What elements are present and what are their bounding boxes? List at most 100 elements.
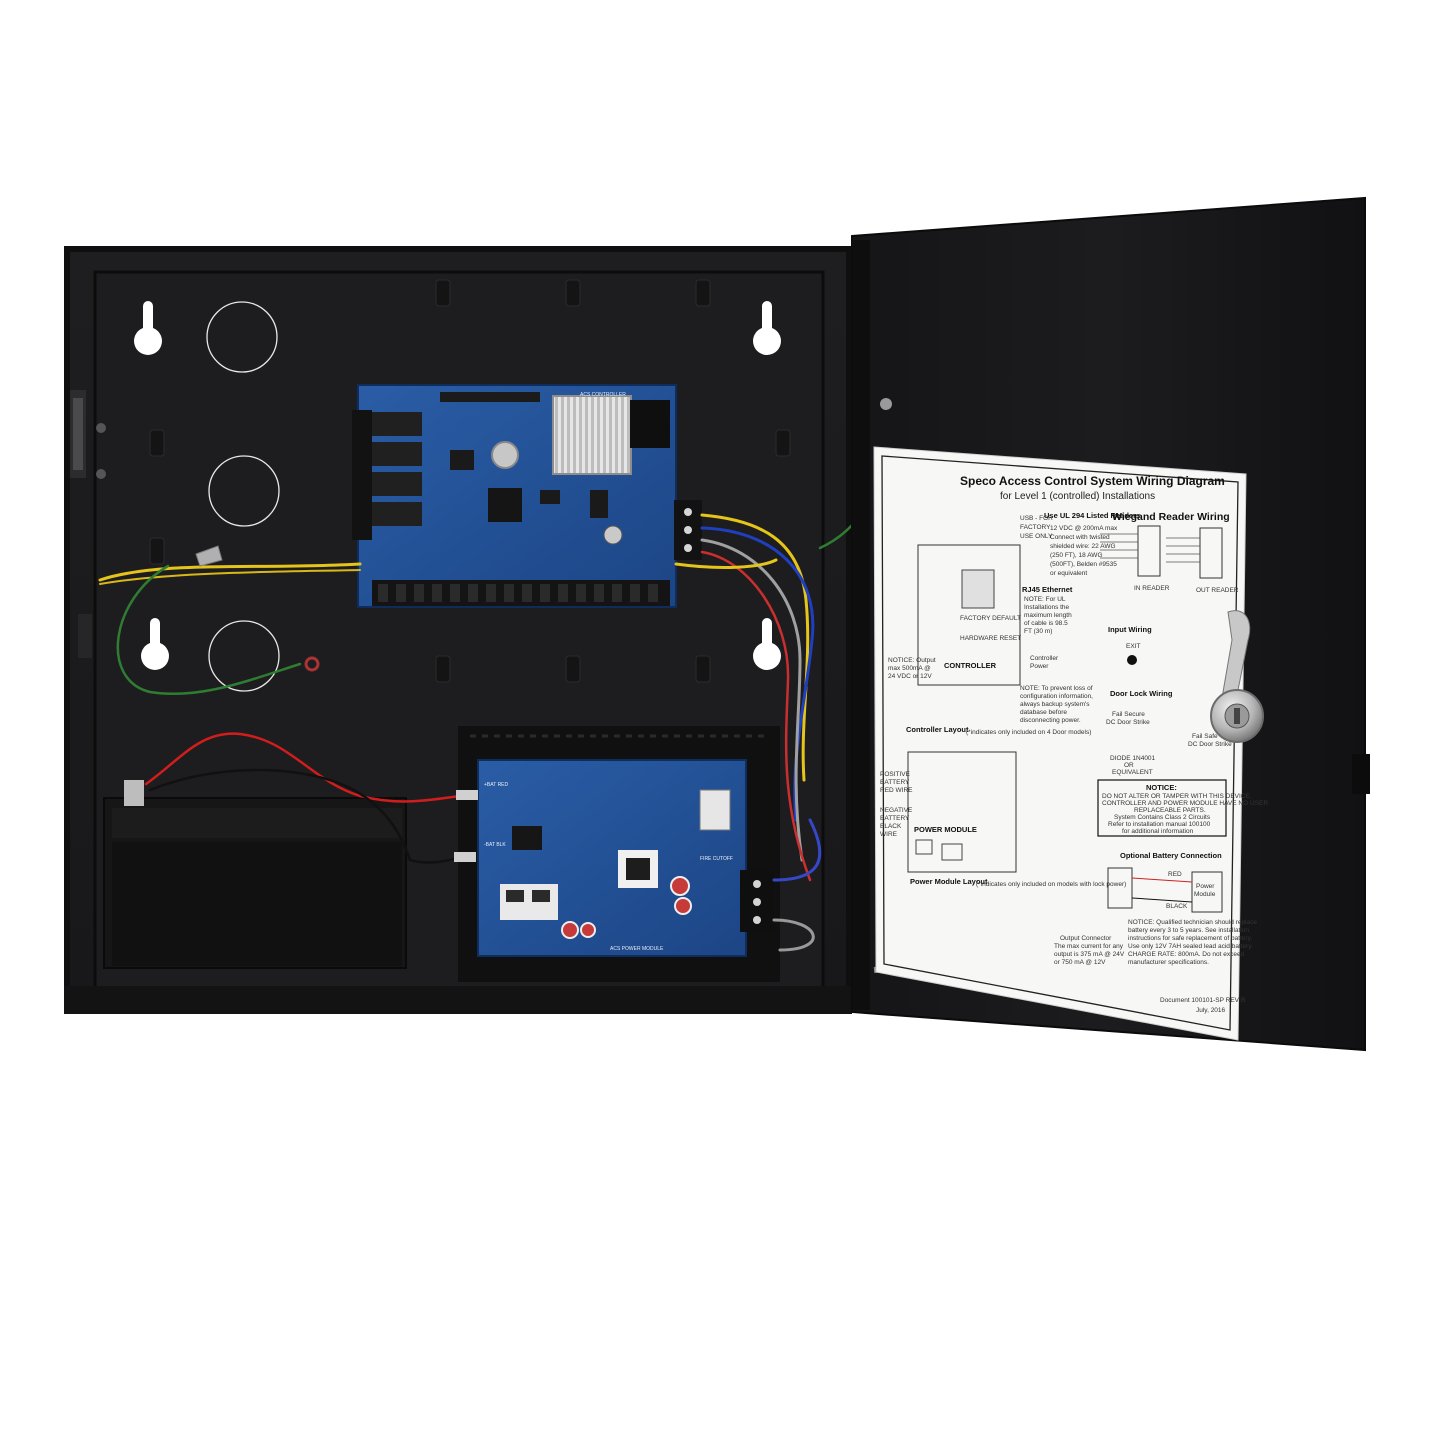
power-module-drawing-label: POWER MODULE [914,825,977,834]
svg-text:NOTICE: Qualified technician s: NOTICE: Qualified technician should repl… [1128,919,1257,926]
svg-text:BLACK: BLACK [880,823,902,830]
svg-text:24 VDC or 12V: 24 VDC or 12V [888,673,932,680]
svg-text:DO NOT ALTER OR TAMPER WITH TH: DO NOT ALTER OR TAMPER WITH THIS DEVICE. [1102,793,1252,800]
svg-text:database before: database before [1020,709,1067,716]
wiring-diagram-label: Speco Access Control System Wiring Diagr… [873,446,1268,1041]
output-connector-note: Output Connector The max current for any… [1054,935,1125,966]
hardware-reset-label: HARDWARE RESET [960,635,1021,642]
notice-output: NOTICE: Output max 500mA @ 24 VDC or 12V [888,657,936,680]
diagram-subtitle: for Level 1 (controlled) Installations [1000,491,1155,502]
svg-text:USB - FOR: USB - FOR [1020,515,1053,522]
optional-battery-heading: Optional Battery Connection [1120,851,1222,860]
svg-text:POSITIVE: POSITIVE [880,771,911,778]
svg-text:manufacturer specifications.: manufacturer specifications. [1128,959,1209,966]
keyhole-mounts [134,301,781,670]
power-fire-cutoff: FIRE CUTOFF [700,856,733,862]
out-reader-label: OUT READER [1196,587,1239,594]
controller-power-note: Controller Power [1030,655,1059,670]
svg-text:OR: OR [1124,762,1134,769]
svg-text:for additional information: for additional information [1122,828,1194,835]
exit-label: EXIT [1126,643,1140,650]
backup-battery [103,780,407,969]
svg-text:NOTICE: Output: NOTICE: Output [888,657,936,664]
svg-text:Refer to installation manual 1: Refer to installation manual 100100 [1108,821,1211,828]
controller-board-label: ACS CONTROLLER [580,392,626,398]
processor-chip [488,488,522,522]
svg-text:or equivalent: or equivalent [1050,570,1087,577]
svg-text:DC Door Strike: DC Door Strike [1106,719,1150,726]
power-module-layout-note: (*indicates only included on models with… [976,881,1126,888]
svg-text:FT (30 m): FT (30 m) [1024,628,1052,635]
svg-text:WIRE: WIRE [880,831,898,838]
power-bat-red: +BAT RED [484,782,509,788]
svg-text:max 500mA @: max 500mA @ [888,665,931,672]
power-relay [699,789,731,831]
document-date: July, 2016 [1196,1007,1226,1014]
svg-text:instructions for safe replacem: instructions for safe replacement of bat… [1128,935,1252,942]
svg-text:NOTE: For UL: NOTE: For UL [1024,596,1066,603]
svg-text:Connect with twisted: Connect with twisted [1050,534,1110,541]
svg-text:12 VDC @ 200mA max: 12 VDC @ 200mA max [1050,525,1118,532]
controller-board: ACS CONTROLLER [352,384,702,608]
svg-text:RJ45 Ethernet: RJ45 Ethernet [1022,585,1073,594]
notice-box: NOTICE: DO NOT ALTER OR TAMPER WITH THIS… [1097,779,1268,837]
svg-text:USE ONLY: USE ONLY [1020,533,1053,540]
svg-text:DC Door Strike: DC Door Strike [1188,741,1232,748]
input-wiring-heading: Input Wiring [1108,625,1152,634]
config-note: NOTE: To prevent loss of configuration i… [1020,685,1093,724]
svg-text:System Contains Class 2 Circui: System Contains Class 2 Circuits [1114,814,1211,821]
power-module: ACS POWER MODULE +BAT RED -BAT BLK FIRE … [458,726,780,982]
relay-bank [352,410,422,540]
controller-layout-heading: Controller Layout [906,725,969,734]
controller-layout-note: (*indicates only included on 4 Door mode… [966,729,1091,736]
svg-text:The max current for any: The max current for any [1054,943,1124,950]
knockout-holes [206,301,280,692]
usb-note: USB - FOR FACTORY USE ONLY [1020,515,1053,540]
svg-text:of cable is 98.5: of cable is 98.5 [1024,620,1068,627]
svg-text:Output Connector: Output Connector [1060,935,1112,942]
svg-text:BATTERY: BATTERY [880,779,910,786]
mounting-slots [149,279,791,683]
power-board-label: ACS POWER MODULE [610,946,664,952]
capacitors [561,876,692,939]
svg-text:RED WIRE: RED WIRE [880,787,913,794]
svg-text:disconnecting power.: disconnecting power. [1020,717,1081,724]
svg-text:REPLACEABLE PARTS.: REPLACEABLE PARTS. [1134,807,1206,814]
reader-drawings: IN READER OUT READER [1100,525,1239,594]
svg-text:FACTORY: FACTORY [1020,524,1051,531]
cam-lock [1210,610,1264,743]
factory-default-label: FACTORY DEFAULT [960,615,1021,622]
power-module-layout-heading: Power Module Layout [910,877,988,886]
optional-battery-drawing: RED BLACK Power Module [1107,867,1223,913]
svg-text:NOTICE:: NOTICE: [1146,783,1177,792]
svg-text:Power: Power [1196,883,1215,890]
fail-safe-label: Fail Safe DC Door Strike [1188,733,1232,748]
in-reader-label: IN READER [1134,585,1170,592]
power-bat-blk: -BAT BLK [484,842,506,848]
svg-text:(500FT), Belden #9535: (500FT), Belden #9535 [1050,561,1117,568]
ul-spec-lines: 12 VDC @ 200mA max Connect with twisted … [1050,525,1118,577]
controller-drawing: CONTROLLER FACTORY DEFAULT HARDWARE RESE… [917,544,1021,686]
svg-text:Module: Module [1194,891,1216,898]
power-module-drawing: POWER MODULE [907,751,1017,873]
diode-note: DIODE 1N4001 OR EQUIVALENT [1110,755,1156,776]
document-number: Document 100101-SP REV B [1160,997,1245,1004]
svg-text:EQUIVALENT: EQUIVALENT [1112,769,1153,776]
svg-text:configuration information,: configuration information, [1020,693,1093,700]
wiegand-heading: Wiegand Reader Wiring [1112,511,1230,523]
svg-text:Installations the: Installations the [1024,604,1070,611]
svg-text:Use only 12V 7AH sealed lead a: Use only 12V 7AH sealed lead acid batter… [1128,943,1253,950]
coin-battery [491,441,519,469]
heatsink [552,395,632,475]
enclosure-box [64,246,852,1014]
svg-text:DIODE 1N4001: DIODE 1N4001 [1110,755,1156,762]
negative-battery-label: NEGATIVE BATTERY BLACK WIRE [880,807,913,838]
svg-text:Controller: Controller [1030,655,1059,662]
svg-text:NOTE: To prevent loss of: NOTE: To prevent loss of [1020,685,1093,692]
svg-text:BATTERY: BATTERY [880,815,910,822]
red-wire-label: RED [1168,871,1182,878]
wiring [98,402,888,952]
svg-text:NEGATIVE: NEGATIVE [880,807,913,814]
door-lock-heading: Door Lock Wiring [1110,689,1173,698]
